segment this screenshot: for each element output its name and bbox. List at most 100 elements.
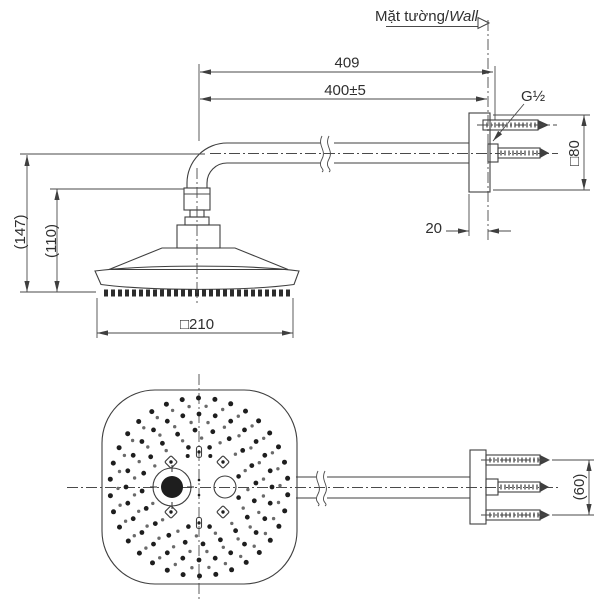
spray-hole (236, 414, 240, 418)
spray-hole (196, 395, 201, 401)
spray-hole (110, 460, 116, 466)
spray-hole (149, 409, 155, 415)
spray-hole (179, 397, 185, 403)
spray-hole (117, 469, 122, 474)
spray-hole (194, 534, 199, 538)
spray-hole (125, 431, 131, 437)
spray-hole (257, 510, 261, 515)
spray-hole (208, 454, 213, 458)
spray-hole (148, 454, 154, 460)
spray-hole (117, 524, 122, 530)
spray-hole (242, 427, 247, 433)
spray-hole (166, 532, 172, 538)
spray-hole (276, 500, 281, 505)
pipe-break-icon (316, 470, 320, 507)
spray-hole (116, 486, 120, 491)
spray-hole (152, 521, 158, 526)
spray-hole (269, 484, 275, 490)
spray-hole (180, 572, 186, 578)
diagonal-nozzle (216, 505, 230, 519)
spray-hole (143, 506, 149, 511)
spray-hole (243, 559, 249, 565)
spray-hole (157, 536, 161, 540)
spray-hole (144, 546, 148, 550)
screw-bottom-row (481, 509, 558, 521)
spray-hole (132, 493, 137, 497)
spray-hole (243, 408, 248, 414)
spray-hole (261, 477, 266, 481)
shower-arm-top (296, 470, 470, 507)
spray-hole (139, 488, 145, 494)
screw-middle-row (485, 478, 549, 496)
spray-hole (230, 521, 234, 526)
spray-hole (141, 470, 147, 476)
spray-hole (248, 525, 252, 529)
spray-hole (207, 445, 212, 450)
spray-hole (158, 433, 162, 437)
top-view: (60) (67, 374, 594, 599)
spray-hole (262, 516, 268, 522)
dim-arm-to-wall: 400±5 (200, 82, 487, 102)
spray-hole (200, 541, 206, 547)
dim-plate-offset-label: 20 (425, 220, 442, 237)
spray-hole (137, 509, 141, 513)
dim-arm-total-label: 409 (334, 55, 359, 72)
spray-hole (158, 556, 162, 560)
spray-hole (207, 565, 211, 570)
spray-hole (123, 484, 129, 490)
spray-hole (256, 418, 262, 424)
spray-hole (186, 524, 191, 529)
spray-hole (282, 508, 288, 514)
spray-hole (199, 436, 204, 440)
wall-plate-side (468, 112, 557, 193)
spray-hole (164, 567, 170, 573)
spray-hole (233, 452, 238, 456)
dim-arm-to-wall-label: 400±5 (324, 82, 366, 99)
wall-label-text: Mặt tường/Wall (375, 8, 479, 25)
spray-hole (267, 468, 273, 474)
spray-hole (160, 518, 165, 522)
dim-arm-total: 409 (198, 55, 496, 141)
spray-hole (213, 531, 218, 535)
spray-hole (267, 500, 273, 506)
spray-hole (123, 519, 128, 523)
dim-height-head: (110) (20, 188, 184, 293)
spray-hole (212, 413, 218, 419)
spray-hole (263, 531, 268, 536)
spray-hole (137, 459, 141, 464)
spray-hole (285, 492, 291, 498)
dim-height-total: (147) (12, 153, 205, 292)
spray-hole (253, 480, 259, 486)
spray-hole (271, 516, 276, 521)
spray-hole (243, 468, 247, 473)
spray-hole (228, 418, 234, 424)
center-nozzles (150, 445, 237, 530)
pipe-break-icon (320, 135, 324, 173)
spray-hole (155, 415, 159, 420)
dim-head-width-label: □210 (180, 316, 214, 333)
spray-hole (111, 509, 116, 515)
spray-hole (229, 567, 235, 573)
spray-hole (244, 514, 250, 520)
spray-hole (145, 524, 149, 528)
spray-hole (253, 439, 259, 444)
screw-middle (487, 143, 549, 163)
spray-hole (240, 448, 246, 453)
spray-hole (261, 494, 266, 498)
spray-hole (276, 467, 280, 471)
spray-hole (218, 441, 222, 445)
spray-hole (228, 401, 234, 407)
dim-head-width: □210 (96, 298, 294, 338)
spray-holes (107, 395, 291, 579)
spray-hole (212, 396, 218, 402)
spray-hole (270, 451, 275, 455)
spray-hole (249, 446, 253, 450)
axis-slot-nozzle (195, 516, 203, 530)
mode-nozzle-filled (161, 476, 183, 498)
spray-hole (218, 537, 223, 543)
spray-hole (282, 459, 287, 465)
spray-hole (151, 501, 155, 506)
spray-hole (142, 426, 146, 430)
spray-hole (175, 431, 181, 437)
